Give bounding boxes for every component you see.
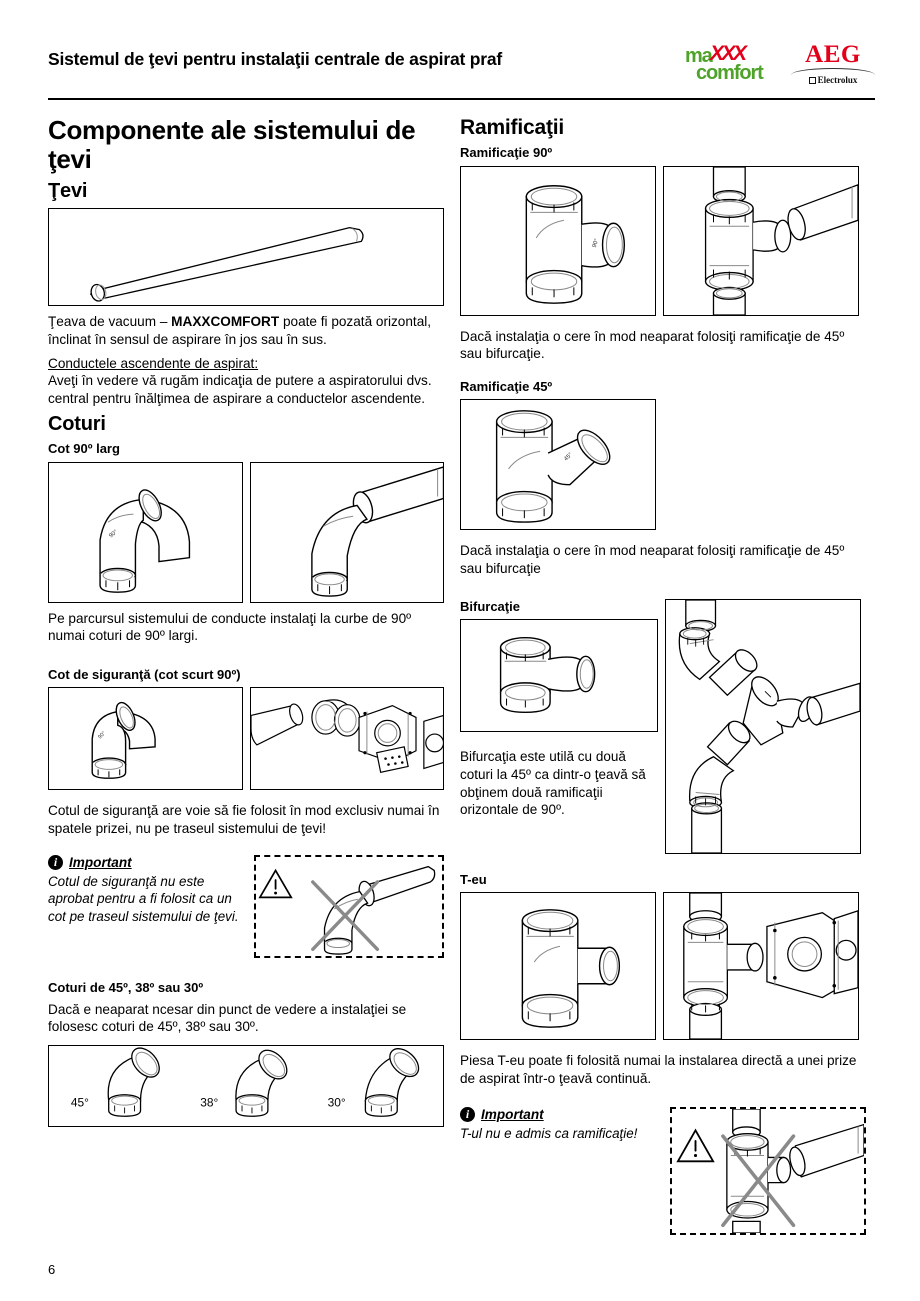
- figure-row-safety-elbow: 90°: [48, 687, 444, 791]
- info-icon: i: [48, 854, 63, 870]
- safety-elbow-socket-illustration: [250, 688, 443, 789]
- section-heading-elbows: Coturi: [48, 413, 106, 436]
- figure-elbow-90-detail: 90°: [48, 461, 243, 603]
- angled-elbows-description: Dacă e neaparat ncesar din punct de vede…: [48, 1001, 407, 1034]
- important-note-left-header: i Important: [48, 854, 244, 870]
- important-note-right-title: Important: [481, 1107, 544, 1123]
- subheading-elbow-90-wide: Cot 90º larg: [48, 441, 120, 457]
- maxx-logo-text-xxx: XXX: [710, 42, 747, 65]
- important-note-left: i Important Cotul de siguranţă nu este a…: [48, 854, 444, 958]
- subheading-branch-90: Ramificaţie 90º: [460, 145, 553, 161]
- important-note-right: i Important T-ul nu e admis ca ramificaţ…: [460, 1107, 866, 1236]
- tee-description: Piesa T-eu poate fi folosită numai la in…: [460, 1053, 857, 1086]
- fork-description: Bifurcaţia este utilă cu două coturi la …: [460, 749, 646, 818]
- forbidden-safety-elbow-illustration: [256, 857, 442, 956]
- info-icon: i: [460, 1107, 475, 1123]
- straight-pipe-illustration: [49, 209, 443, 305]
- pipes-description: Ţeava de vacuum – MAXXCOMFORT poate fi p…: [48, 313, 444, 348]
- tee-illustration: [461, 893, 655, 1039]
- elbow-90-description: Pe parcursul sistemului de conducte inst…: [48, 610, 412, 644]
- figure-forbidden-safety-elbow: [254, 854, 444, 958]
- header-title: Sistemul de ţevi pentru instalaţii centr…: [48, 49, 503, 69]
- page-title: Componente ale sistemului de ţevi: [48, 115, 416, 175]
- angled-elbows-illustration: 45° 38° 30°: [71, 1046, 443, 1126]
- figure-fork-detail: [460, 619, 658, 733]
- important-note-right-text-block: i Important T-ul nu e admis ca ramificaţ…: [460, 1107, 660, 1142]
- page-header: Sistemul de ţevi pentru instalaţii centr…: [48, 40, 875, 92]
- figure-row-branch90: 90°: [460, 165, 866, 316]
- figure-tee-detail: [460, 892, 656, 1041]
- figure-row-elbow90: 90°: [48, 461, 444, 603]
- maxx-logo-text-ma: ma: [685, 45, 713, 67]
- ascending-ducts-label: Conductele ascendente de aspirat:: [48, 356, 259, 371]
- svg-text:90°: 90°: [97, 731, 107, 741]
- figure-safety-elbow-with-socket: [249, 687, 444, 791]
- branch-45-description: Dacă instalaţia o cere în mod neaparat f…: [460, 543, 845, 576]
- subheading-fork: Bifurcaţie: [460, 598, 520, 614]
- pipes-text-c: poate fi pozată orizontal, înclinat în s…: [48, 314, 432, 347]
- svg-text:90°: 90°: [592, 238, 600, 248]
- safety-elbow-description: Cotul de siguranţă are voie să fie folos…: [48, 803, 440, 836]
- fork-assembly-illustration: [666, 599, 860, 853]
- section-heading-branches: Ramificaţii: [460, 116, 564, 139]
- important-note-left-text-block: i Important Cotul de siguranţă nu este a…: [48, 854, 244, 925]
- pipes-text-brand: MAXXCOMFORT: [171, 314, 280, 330]
- branch-90-illustration: 90°: [461, 167, 655, 315]
- branch-45-illustration: 45°: [461, 400, 655, 529]
- electrolux-logo-text: Electrolux: [817, 75, 858, 85]
- subheading-branch-45: Ramificaţie 45º: [460, 378, 553, 394]
- aeg-logo-text: AEG: [805, 41, 861, 68]
- electrolux-logo: Electrolux: [791, 76, 875, 85]
- aeg-logo: AEG Electrolux: [791, 42, 875, 85]
- figure-tee-installed: [663, 892, 859, 1041]
- fork-section: Bifurcaţie: [460, 598, 866, 854]
- angle-label-45: 45°: [71, 1096, 89, 1110]
- figure-safety-elbow-detail: 90°: [48, 687, 243, 791]
- page-number: 6: [48, 1262, 56, 1277]
- elbow-90-illustration: 90°: [49, 463, 242, 602]
- ascending-ducts-text: Aveţi în vedere vă rugăm indicaţia de pu…: [48, 373, 432, 406]
- fork-left-block: Bifurcaţie: [460, 599, 658, 854]
- tee-installed-illustration: [664, 893, 858, 1040]
- figure-branch-45: 45°: [460, 399, 656, 531]
- figure-forbidden-tee: [670, 1107, 866, 1236]
- subheading-angled-elbows: Coturi de 45º, 38º sau 30º: [48, 979, 204, 995]
- figure-fork-assembly: [665, 598, 861, 854]
- figure-branch-90-installed: [663, 165, 859, 316]
- important-note-right-header: i Important: [460, 1107, 660, 1123]
- right-column: Ramificaţii Ramificaţie 90º: [454, 116, 866, 1236]
- ascending-ducts-note: Conductele ascendente de aspirat: Aveţi î…: [48, 355, 444, 407]
- fork-illustration: [461, 620, 657, 731]
- subheading-tee: T-eu: [460, 871, 487, 887]
- important-note-right-body: T-ul nu e admis ca ramificaţie!: [460, 1126, 638, 1142]
- forbidden-tee-illustration: [672, 1109, 864, 1234]
- left-column: Componente ale sistemului de ţevi Ţevi Ţ…: [48, 115, 454, 1235]
- aeg-logo-arc: [791, 68, 875, 75]
- important-note-left-title: Important: [69, 854, 132, 870]
- branch-90-description: Dacă instalaţia o cere în mod neaparat f…: [460, 328, 845, 362]
- logo-group: ma XXX comfort AEG Electrolux: [685, 40, 875, 86]
- subheading-safety-elbow: Cot de siguranţă (cot scurt 90º): [48, 666, 241, 682]
- svg-text:90°: 90°: [108, 529, 119, 539]
- important-note-left-body: Cotul de siguranţă nu este aprobat pentr…: [48, 873, 239, 924]
- maxx-logo-text-comfort: comfort: [696, 62, 764, 84]
- figure-straight-pipe: [48, 208, 444, 307]
- figure-branch-90-detail: 90°: [460, 165, 656, 316]
- pipes-text-a: Ţeava de vacuum –: [48, 314, 172, 330]
- safety-elbow-illustration: 90°: [49, 688, 242, 789]
- maxxcomfort-logo: ma XXX comfort: [685, 42, 777, 86]
- angle-label-38: 38°: [200, 1096, 218, 1110]
- elbow-90-installed-illustration: [251, 463, 443, 602]
- content-columns: Componente ale sistemului de ţevi Ţevi Ţ…: [48, 115, 875, 1236]
- angle-label-30: 30°: [328, 1096, 346, 1110]
- figure-elbow-90-installed: [249, 461, 444, 603]
- branch-90-installed-illustration: [664, 166, 858, 315]
- figure-angled-elbows: 45° 38° 30°: [48, 1045, 444, 1128]
- electrolux-mark-icon: [808, 77, 816, 84]
- figure-row-tee: [460, 892, 866, 1041]
- section-heading-pipes: Ţevi: [48, 180, 88, 203]
- svg-text:45°: 45°: [563, 452, 574, 462]
- header-divider: [48, 98, 875, 100]
